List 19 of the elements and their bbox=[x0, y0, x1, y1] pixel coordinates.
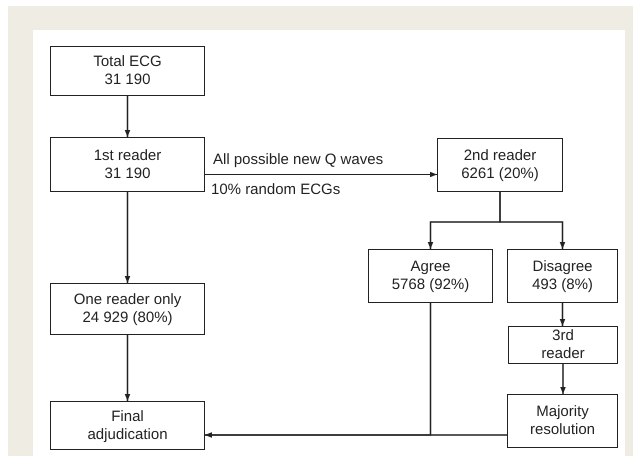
arrow bbox=[124, 96, 130, 137]
arrow bbox=[124, 335, 130, 401]
process-box: Disagree 493 (8%) bbox=[507, 249, 618, 303]
arrow bbox=[560, 303, 566, 326]
arrow bbox=[499, 192, 566, 249]
process-box: Agree 5768 (92%) bbox=[368, 249, 493, 303]
arrow bbox=[124, 192, 130, 283]
process-box: Majority resolution bbox=[507, 394, 618, 448]
process-box: 1st reader 31 190 bbox=[50, 137, 205, 192]
arrow bbox=[560, 364, 566, 394]
arrow bbox=[205, 432, 507, 438]
edge-label: All possible new Q waves bbox=[213, 150, 384, 168]
process-box: 2nd reader 6261 (20%) bbox=[437, 138, 563, 192]
process-box: Final adjudication bbox=[50, 401, 205, 450]
process-box: Total ECG 31 190 bbox=[50, 46, 205, 96]
note-text: 10% random ECGs bbox=[211, 180, 340, 198]
process-box: 3rd reader bbox=[508, 326, 618, 364]
process-box: One reader only 24 929 (80%) bbox=[50, 283, 205, 335]
arrow bbox=[204, 172, 438, 178]
